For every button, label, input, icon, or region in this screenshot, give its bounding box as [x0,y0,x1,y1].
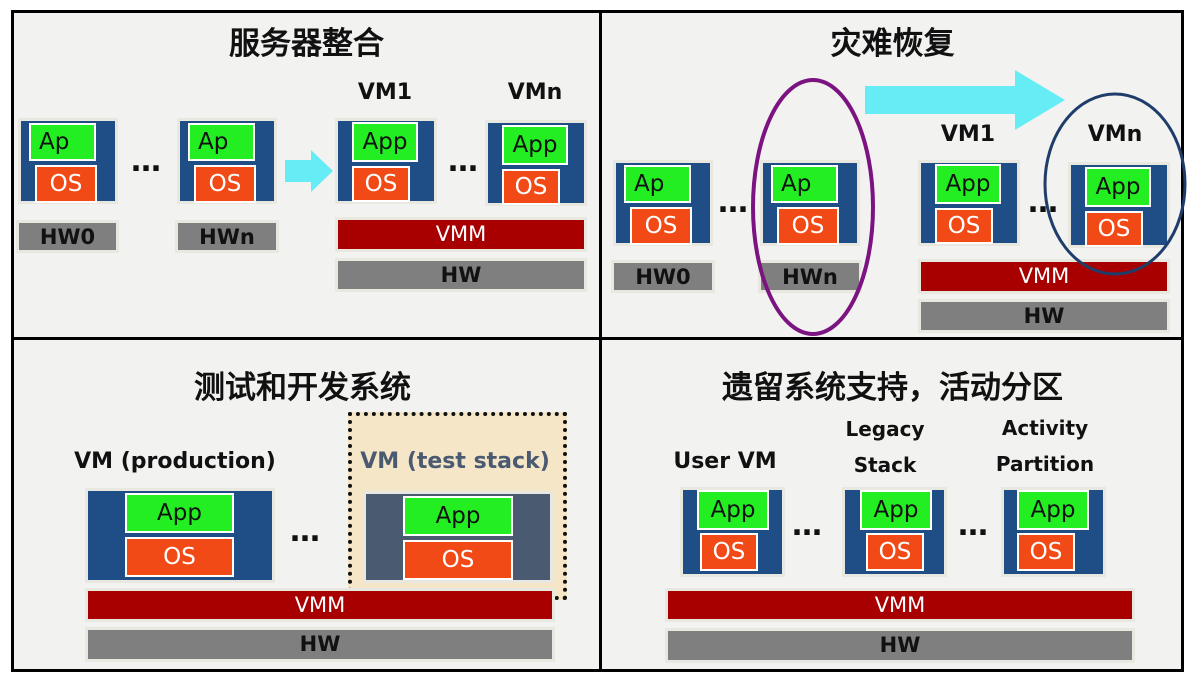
hw-bar: HW [665,628,1135,663]
os-block: OS [777,207,839,245]
app-block: Ap [188,123,255,161]
vmn-highlight-ellipse [1043,92,1187,276]
app-block: App [697,490,769,530]
legacy-label-line1: Legacy [845,417,925,441]
os-block: OS [502,169,560,205]
vm-production-label: VM (production) [74,449,276,474]
hwn-highlight-ellipse [751,78,875,336]
hw-bar: HWn [758,260,862,293]
vmm-bar: VMM [918,259,1170,294]
vmn-label: VMn [1087,122,1143,147]
app-block: App [502,125,568,165]
app-block: App [935,164,1001,204]
vm1-label: VM1 [940,122,996,147]
app-block: App [403,496,513,536]
activity-label-line2: Partition [995,452,1095,476]
os-block: OS [935,208,993,244]
ellipsis: … [1028,185,1059,220]
ellipsis: … [718,185,749,220]
os-block: OS [1085,211,1143,247]
ellipsis: … [448,144,479,179]
os-block: OS [403,540,513,580]
app-block: Ap [29,123,96,161]
consolidation-arrow-icon [285,150,333,192]
os-block: OS [352,166,410,202]
hw-bar: HW0 [16,220,119,253]
app-block: App [860,490,932,530]
activity-label-line1: Activity [1001,416,1089,440]
vmm-bar: VMM [335,217,587,252]
os-block: OS [866,533,924,571]
os-block: OS [1017,533,1075,571]
app-block: App [125,493,234,533]
hw-bar: HW [335,258,587,292]
os-block: OS [700,533,758,571]
hw-bar: HWn [175,220,279,253]
recovery-arrow-icon [865,70,1065,130]
legacy-label-line2: Stack [853,453,917,477]
vmn-label: VMn [507,80,563,105]
os-block: OS [630,207,692,245]
hw-bar: HW [85,627,555,662]
vm1-label: VM1 [357,80,413,105]
app-block: Ap [624,165,691,203]
ellipsis: … [958,508,989,543]
vm-test-label: VM (test stack) [360,449,550,474]
app-block: App [1017,490,1089,530]
vmm-bar: VMM [85,588,555,622]
app-block: App [352,122,418,162]
app-block: App [1085,167,1151,207]
panel-title: 灾难恢复 [830,26,955,62]
hw-bar: HW0 [611,260,715,293]
os-block: OS [35,165,97,203]
panel-title: 遗留系统支持，活动分区 [722,370,1063,406]
panel-title: 服务器整合 [229,26,384,62]
os-block: OS [125,537,234,577]
ellipsis: … [792,508,823,543]
os-block: OS [194,165,256,203]
app-block: Ap [771,165,838,203]
user-vm-label: User VM [673,449,777,474]
ellipsis: … [131,144,162,179]
vmm-bar: VMM [665,588,1135,622]
panel-title: 测试和开发系统 [194,370,411,406]
hw-bar: HW [918,299,1170,333]
ellipsis: … [290,514,321,549]
